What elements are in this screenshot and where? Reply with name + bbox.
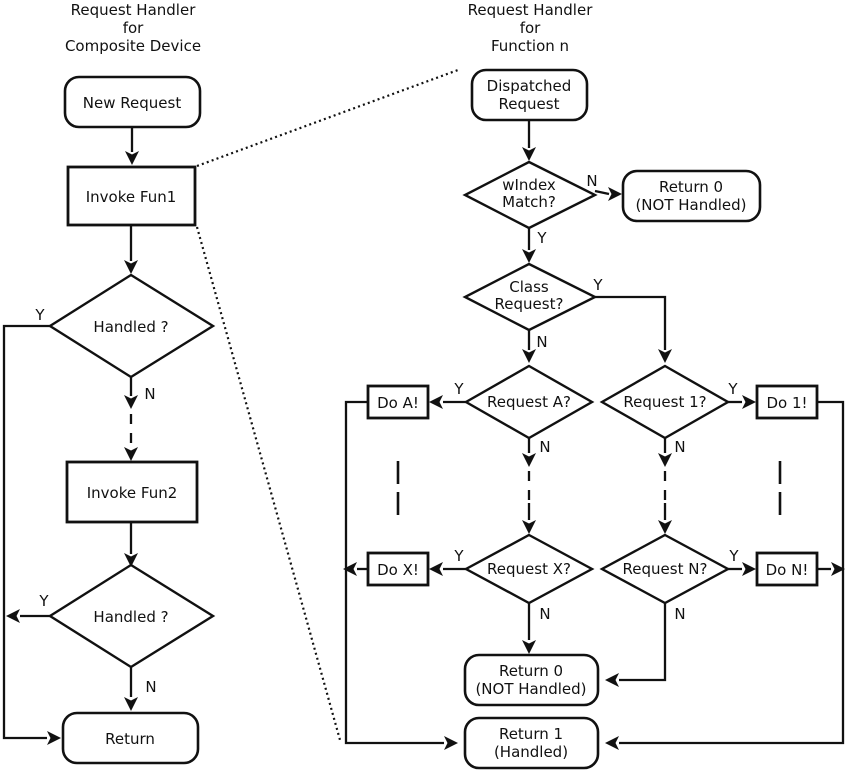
node-invoke-fun2-label: Invoke Fun2: [87, 484, 178, 502]
arrowhead-right: [742, 395, 756, 409]
arrowhead-down: [522, 640, 536, 654]
node-return1: [463, 716, 600, 770]
decision-handled-1-label: Handled ?: [93, 318, 168, 336]
arrowhead-left: [343, 562, 357, 576]
edge-label-class-n: N: [536, 333, 547, 351]
arrowhead-left: [429, 395, 443, 409]
arrowhead-down: [658, 520, 672, 534]
edge-label-request-a-n: N: [539, 438, 550, 456]
arrowhead-left: [6, 609, 20, 623]
decision-request-a-label: Request A?: [487, 393, 571, 411]
arrowhead-down: [658, 349, 672, 363]
decision-handled-2-label: Handled ?: [93, 608, 168, 626]
node-do-x: [366, 551, 430, 587]
arrowhead-down: [522, 349, 536, 363]
edge-label-request-x-n: N: [539, 605, 550, 623]
edge-label-n1: N: [144, 385, 155, 403]
arrowhead-down: [522, 453, 536, 467]
node-return0-top-label1: Return 0: [659, 178, 723, 196]
expansion-line-bottom: [195, 226, 342, 741]
node-dispatched-label1: Dispatched: [487, 77, 572, 95]
arrowhead-down: [124, 553, 138, 567]
edge-label-request-x-y: Y: [453, 547, 464, 565]
edge-class-yes: [595, 295, 667, 350]
edge-label-n2: N: [145, 678, 156, 696]
left-flowchart: Request Handler for Composite Device New…: [2, 1, 216, 765]
arrowhead-down: [522, 520, 536, 534]
arrowhead-down: [658, 453, 672, 467]
rail-left: [344, 400, 444, 745]
node-return: [61, 711, 200, 765]
node-do-1-label: Do 1!: [766, 394, 807, 412]
decision-windex-label2: Match?: [502, 193, 556, 211]
rail-right: [619, 400, 845, 745]
edge-label-y2: Y: [38, 592, 49, 610]
edge-request-n-no: [619, 603, 667, 682]
right-title-line2: for: [520, 19, 541, 37]
decision-windex-label1: wIndex: [502, 176, 556, 194]
arrowhead-right: [831, 562, 845, 576]
decision-class-label1: Class: [509, 278, 549, 296]
arrowhead-down: [124, 260, 138, 274]
edge-label-request-1-y: Y: [727, 380, 738, 398]
node-new-request-label: New Request: [83, 94, 182, 112]
decision-request-x-label: Request X?: [487, 560, 571, 578]
arrowhead-down: [522, 249, 536, 263]
edge-label-windex-y: Y: [536, 229, 547, 247]
edge-label-request-n-y: Y: [728, 547, 739, 565]
decision-class-label2: Request?: [495, 295, 564, 313]
edge-label-request-a-y: Y: [453, 380, 464, 398]
edge-handled1-yes-rail: [2, 324, 50, 740]
node-invoke-fun1: [66, 165, 197, 227]
node-return0-top-label2: (NOT Handled): [635, 196, 746, 214]
right-title-line1: Request Handler: [468, 1, 594, 19]
right-flowchart: Request Handler for Function n Dispatche…: [343, 1, 845, 770]
arrowhead-right: [608, 187, 622, 201]
right-title-line3: Function n: [491, 37, 569, 55]
node-return1-label1: Return 1: [499, 725, 563, 743]
edge-label-class-y: Y: [592, 276, 603, 294]
decision-request-n-label: Request N?: [623, 560, 708, 578]
arrowhead-left: [429, 562, 443, 576]
arrowhead-down: [125, 151, 139, 165]
node-return0-bottom: [463, 653, 600, 707]
node-invoke-fun1-label: Invoke Fun1: [86, 188, 177, 206]
edge-label-request-n-n: N: [674, 605, 685, 623]
node-return-label: Return: [105, 730, 155, 748]
arrowhead-right: [444, 736, 458, 750]
arrowhead-left: [605, 736, 619, 750]
node-do-x-label: Do X!: [377, 561, 419, 579]
node-return0-top: [621, 169, 762, 223]
arrowhead-down: [522, 147, 536, 161]
arrowhead-down: [124, 395, 138, 409]
node-return1-label2: (Handled): [494, 743, 568, 761]
edge-label-request-1-n: N: [674, 438, 685, 456]
expansion-line-top: [196, 68, 459, 168]
edge-label-y1: Y: [34, 306, 45, 324]
edge-label-windex-n: N: [586, 172, 597, 190]
node-do-a: [366, 384, 430, 420]
arrowhead-down: [124, 447, 138, 461]
node-return0-bottom-label2: (NOT Handled): [475, 680, 586, 698]
edge-windex-no: [594, 189, 610, 196]
decision-request-1-label: Request 1?: [623, 393, 706, 411]
arrowhead-down: [124, 697, 138, 711]
node-do-n-label: Do N!: [766, 561, 809, 579]
arrowhead-right: [47, 731, 61, 745]
left-title-line2: for: [123, 19, 144, 37]
node-dispatched-label2: Request: [499, 95, 560, 113]
arrowhead-right: [742, 562, 756, 576]
node-do-a-label: Do A!: [377, 394, 419, 412]
left-title-line3: Composite Device: [65, 37, 201, 55]
expansion-dotted-lines: [195, 68, 459, 741]
arrowhead-left: [605, 673, 619, 687]
node-return0-bottom-label1: Return 0: [499, 662, 563, 680]
left-title-line1: Request Handler: [71, 1, 197, 19]
